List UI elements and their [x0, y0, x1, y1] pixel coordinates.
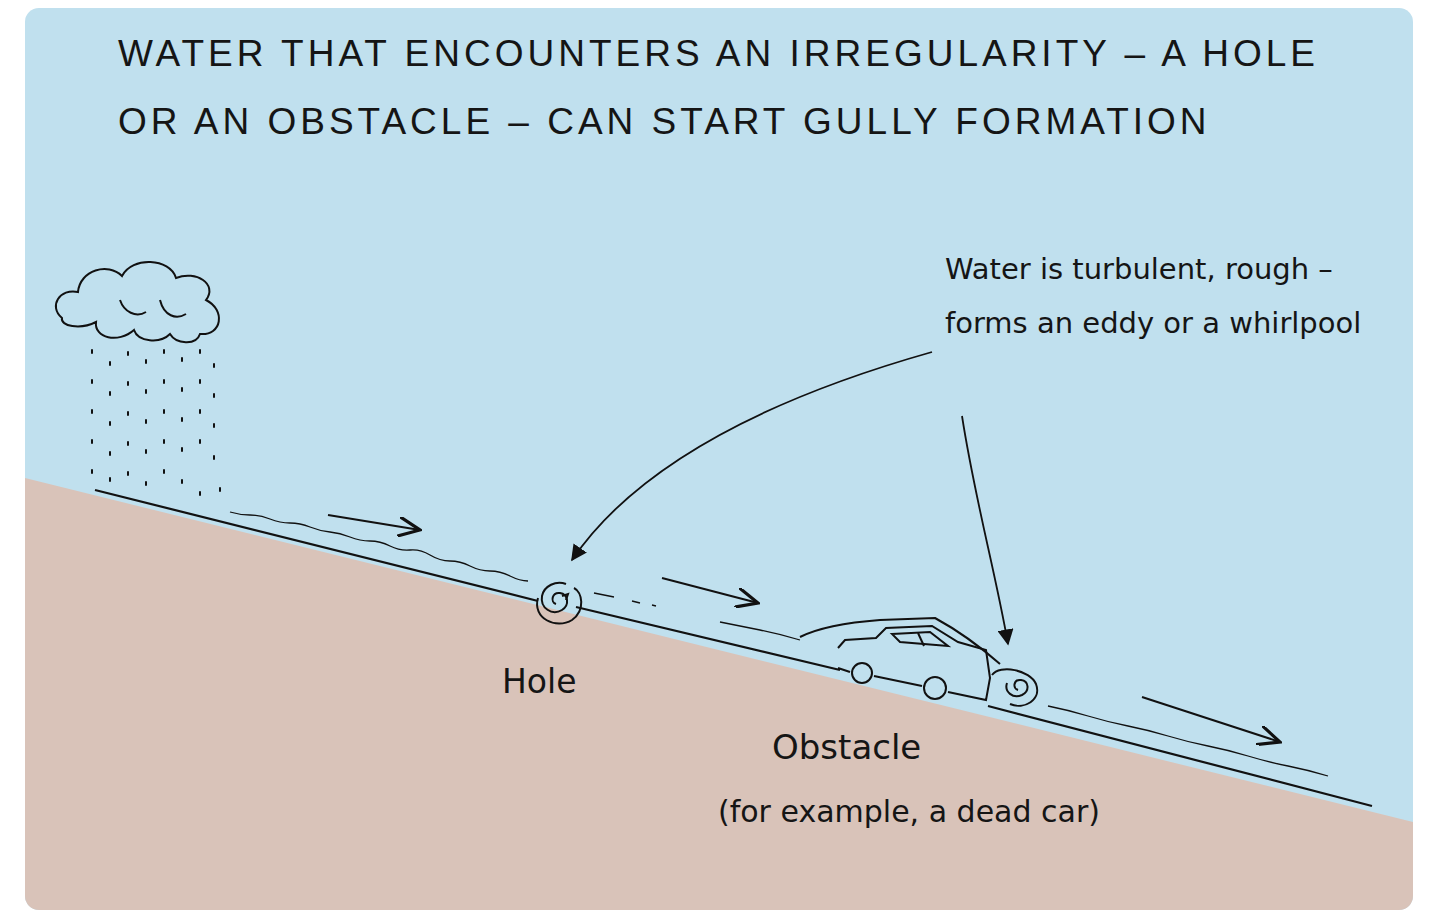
car [800, 618, 1000, 700]
cloud [56, 262, 219, 342]
part-label: Hole [502, 662, 576, 702]
ground [25, 478, 1413, 910]
part-label: Obstacle [772, 726, 921, 768]
leader-line [572, 352, 1008, 644]
rain [92, 350, 220, 495]
title: WATER THAT ENCOUNTERS AN IRREGULARITY – … [118, 20, 1368, 156]
hole-eddy [537, 583, 581, 624]
ground-surface [95, 490, 1372, 806]
car-eddy [992, 669, 1037, 705]
flow-arrow [328, 515, 1280, 742]
callout-note: Water is turbulent, rough – forms an edd… [945, 242, 1395, 350]
water-flow [230, 512, 1328, 776]
part-note: (for example, a dead car) [718, 792, 1100, 832]
